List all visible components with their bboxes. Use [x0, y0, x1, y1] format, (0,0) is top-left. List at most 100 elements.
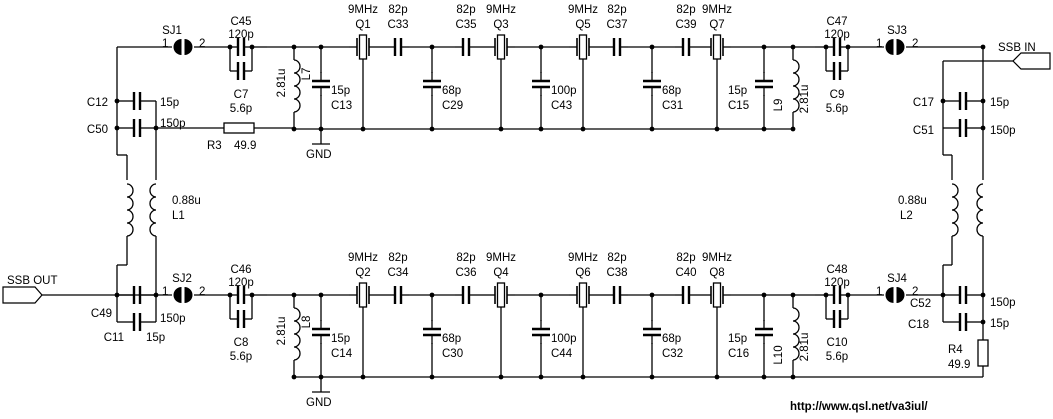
shunt-capacitor: [530, 70, 552, 98]
shunt-capacitor: [421, 70, 443, 98]
series-capacitor: [673, 284, 699, 306]
junction-dot: [498, 126, 504, 132]
series-capacitor: [385, 36, 411, 58]
junction-dot: [980, 319, 986, 325]
c52-ref: C52: [910, 298, 931, 310]
series-cap-ref: C40: [675, 267, 696, 279]
junction-dot: [940, 292, 946, 298]
shunt-cap-value: 68p: [442, 333, 461, 345]
inductor-l1-value: 0.88u: [172, 195, 201, 207]
junction-dot: [360, 374, 366, 380]
series-cap-ref: C37: [606, 19, 627, 31]
sj-pin1: 1: [876, 38, 882, 50]
crystal-q5: [568, 34, 598, 60]
series-cap-value: 82p: [388, 4, 407, 16]
shunt-cap-value: 15p: [331, 85, 350, 97]
crystal-ref-label: Q3: [493, 19, 508, 31]
crystal-q8: [702, 282, 732, 308]
c52-value: 150p: [990, 297, 1016, 309]
series-cap-value: 82p: [456, 252, 475, 264]
c17-ref: C17: [913, 97, 934, 109]
gnd-label: GND: [306, 149, 332, 161]
coupling-cap-value: 120p: [824, 277, 850, 289]
shunt-capacitor: [421, 318, 443, 346]
gnd-label: GND: [306, 397, 332, 409]
crystal-q2: [348, 282, 378, 308]
crystal-ref-label: Q1: [355, 19, 370, 31]
c49-value: 150p: [160, 313, 186, 325]
junction-dot: [498, 374, 504, 380]
sj3-label: SJ3: [887, 25, 907, 37]
inductor-l1a: [126, 183, 134, 237]
crystal-ref-label: Q2: [355, 267, 370, 279]
shunt-capacitor: [641, 318, 663, 346]
capacitor-c50: [124, 117, 150, 139]
crystal-ref-label: Q8: [709, 267, 724, 279]
series-cap-value: 82p: [607, 252, 626, 264]
shunt-cap-ref: C31: [662, 100, 683, 112]
series-capacitor: [385, 284, 411, 306]
parallel-cap-value: 5.6p: [826, 103, 848, 115]
c51-ref: C51: [913, 125, 934, 137]
crystal-ref-label: Q6: [575, 267, 590, 279]
sj4-label: SJ4: [887, 273, 907, 285]
shunt-cap-ref: C32: [662, 348, 683, 360]
series-cap-value: 82p: [388, 252, 407, 264]
crystal-freq-label: 9MHz: [702, 4, 732, 16]
shunt-cap-value: 68p: [442, 85, 461, 97]
inductor-l2b: [976, 183, 984, 237]
parallel-cap-ref: C10: [826, 337, 847, 349]
coupling-cap-value: 120p: [228, 277, 254, 289]
parallel-cap-value: 5.6p: [230, 351, 252, 363]
capacitor-c51: [950, 117, 976, 139]
shunt-cap-ref: C14: [331, 348, 353, 360]
capacitor-c11: [124, 311, 150, 333]
website-url: http://www.qsl.net/va3iul/: [790, 401, 928, 413]
shunt-cap-value: 15p: [728, 333, 747, 345]
c11-value: 15p: [146, 332, 165, 344]
capacitor-c52: [950, 284, 976, 306]
junction-dot: [291, 374, 297, 380]
shunt-cap-ref: C13: [331, 100, 352, 112]
series-cap-ref: C36: [455, 267, 476, 279]
crystal-q4: [486, 282, 516, 308]
series-cap-value: 82p: [607, 4, 626, 16]
junction-dot: [153, 292, 159, 298]
shunt-capacitor: [753, 318, 775, 346]
junction-dot: [980, 292, 986, 298]
series-capacitor: [604, 284, 630, 306]
shunt-cap-value: 15p: [728, 85, 747, 97]
r3-value: 49.9: [234, 140, 256, 152]
crystal-ref-label: Q5: [575, 19, 590, 31]
crystal-q7: [702, 34, 732, 60]
r4-ref: R4: [948, 344, 963, 356]
c12-value: 15p: [160, 97, 179, 109]
junction-dot: [114, 98, 120, 104]
ssb-in-port: [1012, 52, 1051, 70]
c11-ref: C11: [104, 332, 124, 344]
coupling-cap-value: 120p: [824, 29, 850, 41]
inductor-l2-ref: L2: [900, 210, 913, 222]
sj-pin2: 2: [199, 38, 205, 50]
c49-ref: C49: [91, 308, 112, 320]
shunt-capacitor: [641, 70, 663, 98]
c50-ref: C50: [87, 124, 108, 136]
inductor-l2a: [951, 183, 959, 237]
junction-dot: [714, 126, 720, 132]
shunt-capacitor: [310, 318, 332, 346]
series-cap-value: 82p: [676, 252, 695, 264]
ssb-out-label: SSB OUT: [7, 275, 57, 287]
junction-dot: [114, 125, 120, 131]
sj2-label: SJ2: [172, 273, 192, 285]
coupling-cap-ref: C48: [826, 264, 847, 276]
shunt-capacitor: [310, 70, 332, 98]
crystal-freq-label: 9MHz: [486, 252, 516, 264]
series-cap-value: 82p: [456, 4, 475, 16]
coupling-cap-value: 120p: [228, 29, 254, 41]
r3-ref: R3: [207, 140, 222, 152]
junction-dot: [980, 98, 986, 104]
c18-ref: C18: [908, 319, 929, 331]
capacitor-c17: [950, 90, 976, 112]
capacitor-c12: [124, 90, 150, 112]
